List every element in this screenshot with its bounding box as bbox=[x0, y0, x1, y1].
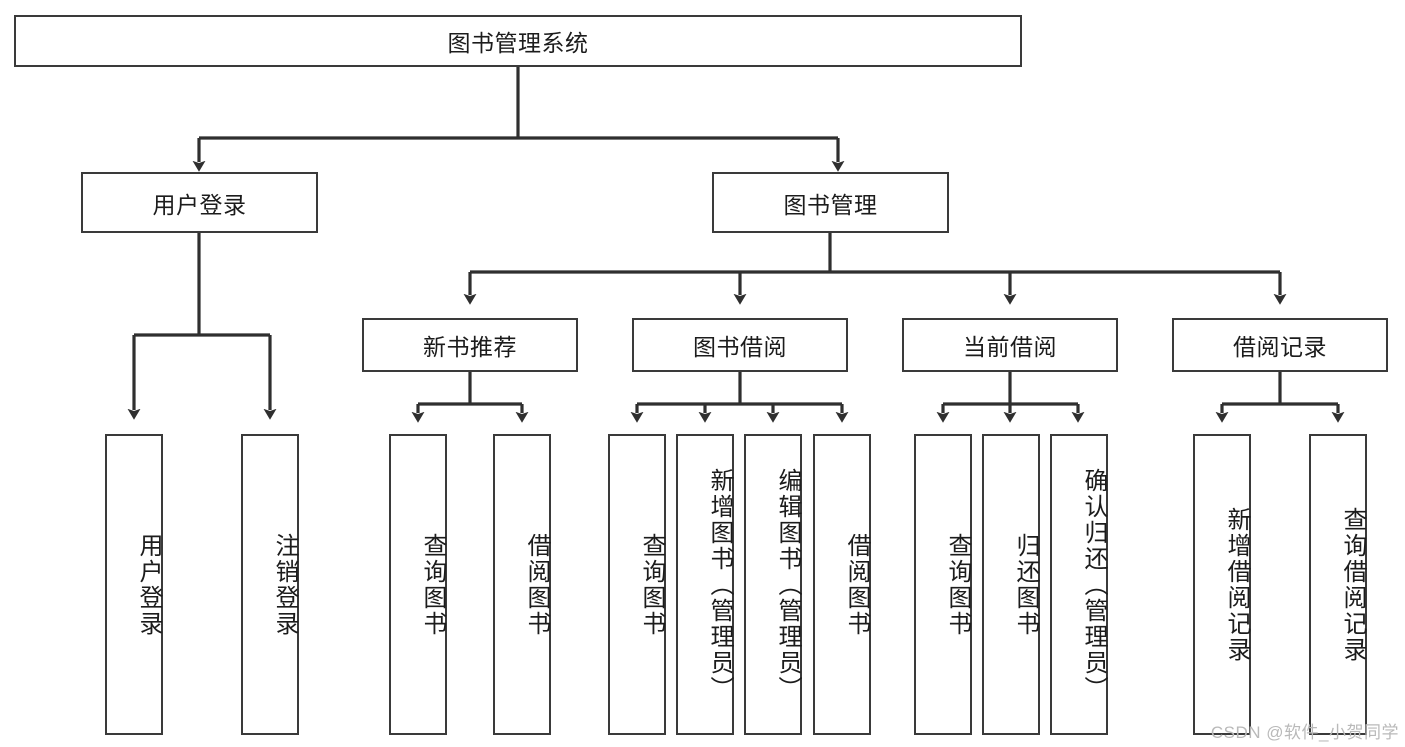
leaf-query-borrow-record[interactable]: 查询借阅记录 bbox=[1309, 434, 1367, 735]
node-book-borrow[interactable]: 图书借阅 bbox=[632, 318, 848, 372]
node-label: 新增借阅记录 bbox=[1223, 506, 1250, 663]
node-label: 编辑图书（管理员） bbox=[774, 467, 801, 702]
node-label: 查询借阅记录 bbox=[1339, 506, 1366, 663]
leaf-query-book-borrow[interactable]: 查询图书 bbox=[608, 434, 666, 735]
node-label: 查询图书 bbox=[638, 532, 665, 637]
node-label: 用户登录 bbox=[152, 191, 247, 218]
node-label: 图书借阅 bbox=[693, 334, 787, 360]
node-book-management[interactable]: 图书管理 bbox=[712, 172, 949, 233]
leaf-logout-login[interactable]: 注销登录 bbox=[241, 434, 299, 735]
node-label: 当前借阅 bbox=[963, 334, 1057, 360]
leaf-borrow-book-borrow[interactable]: 借阅图书 bbox=[813, 434, 871, 735]
node-current-borrow[interactable]: 当前借阅 bbox=[902, 318, 1118, 372]
node-label: 借阅图书 bbox=[843, 532, 870, 637]
node-label: 查询图书 bbox=[944, 532, 971, 637]
csdn-watermark: CSDN @软件_小贺同学 bbox=[1210, 723, 1399, 742]
leaf-return-book[interactable]: 归还图书 bbox=[982, 434, 1040, 735]
node-label: 借阅图书 bbox=[523, 532, 550, 637]
node-label: 新增图书（管理员） bbox=[706, 467, 733, 702]
leaf-edit-book-admin[interactable]: 编辑图书（管理员） bbox=[744, 434, 802, 735]
leaf-query-book-current[interactable]: 查询图书 bbox=[914, 434, 972, 735]
leaf-add-book-admin[interactable]: 新增图书（管理员） bbox=[676, 434, 734, 735]
node-label: 注销登录 bbox=[271, 532, 298, 637]
node-label: 归还图书 bbox=[1012, 532, 1039, 637]
leaf-confirm-return-admin[interactable]: 确认归还（管理员） bbox=[1050, 434, 1108, 735]
leaf-borrow-book-new-recommend[interactable]: 借阅图书 bbox=[493, 434, 551, 735]
node-book-management-system[interactable]: 图书管理系统 bbox=[14, 15, 1022, 67]
leaf-add-borrow-record[interactable]: 新增借阅记录 bbox=[1193, 434, 1251, 735]
leaf-query-book-new-recommend[interactable]: 查询图书 bbox=[389, 434, 447, 735]
node-label: 借阅记录 bbox=[1233, 334, 1327, 360]
leaf-user-login[interactable]: 用户登录 bbox=[105, 434, 163, 735]
node-label: 图书管理系统 bbox=[447, 30, 589, 56]
node-label: 图书管理 bbox=[783, 191, 878, 218]
node-label: 新书推荐 bbox=[423, 334, 517, 360]
node-user-login[interactable]: 用户登录 bbox=[81, 172, 318, 233]
node-new-book-recommend[interactable]: 新书推荐 bbox=[362, 318, 578, 372]
node-label: 查询图书 bbox=[419, 532, 446, 637]
node-borrow-record[interactable]: 借阅记录 bbox=[1172, 318, 1388, 372]
node-label: 用户登录 bbox=[135, 532, 162, 637]
node-label: 确认归还（管理员） bbox=[1080, 467, 1107, 702]
